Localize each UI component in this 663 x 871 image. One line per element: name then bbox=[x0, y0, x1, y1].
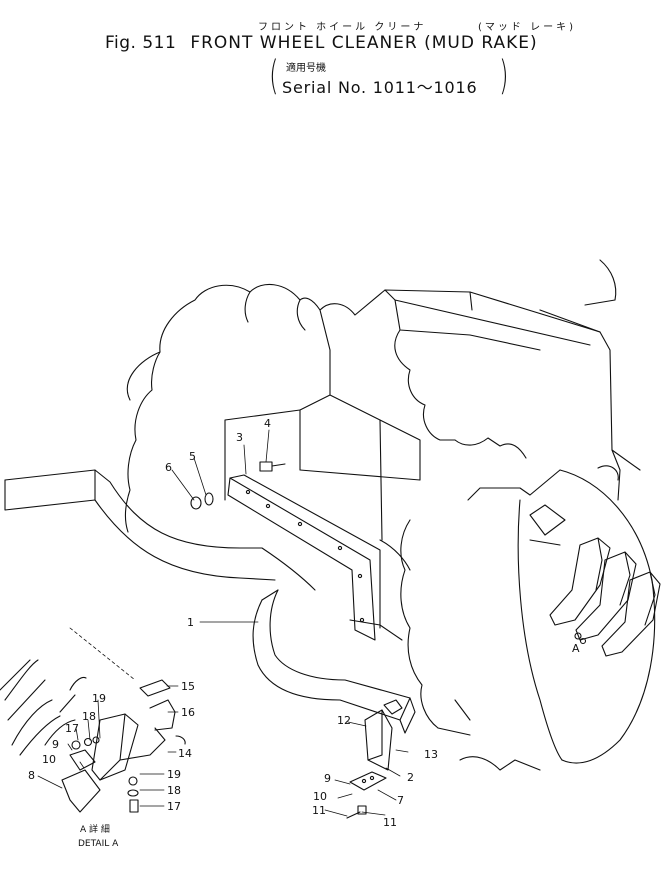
detail-callout-14: 14 bbox=[178, 747, 192, 760]
callout-13: 13 bbox=[424, 748, 438, 761]
figure-title: FRONT WHEEL CLEANER (MUD RAKE) bbox=[190, 33, 538, 53]
detail-callout-19a: 19 bbox=[92, 692, 106, 705]
serial-range: Serial No. 1011～1016 bbox=[282, 78, 478, 97]
callout-12: 12 bbox=[337, 714, 351, 727]
detail-callout-17b: 17 bbox=[167, 800, 181, 813]
detail-leader-lines bbox=[37, 685, 179, 807]
bracket-right: ) bbox=[499, 53, 509, 99]
detail-callout-18a: 18 bbox=[82, 710, 96, 723]
callout-5: 5 bbox=[189, 450, 196, 463]
callout-11a: 11 bbox=[312, 804, 326, 817]
mud-rake-teeth bbox=[549, 537, 661, 657]
bolts-part-11 bbox=[346, 805, 367, 819]
tooth-part-2 bbox=[364, 699, 403, 771]
detail-caption-en: DETAIL A bbox=[78, 839, 119, 849]
detail-callout-10: 10 bbox=[42, 753, 56, 766]
detail-caption-jp: A 詳 細 bbox=[80, 823, 110, 835]
callout-1: 1 bbox=[187, 616, 194, 629]
nut-part-6 bbox=[190, 496, 202, 510]
plate-parts-9-10 bbox=[349, 771, 387, 791]
leader-lines bbox=[69, 429, 409, 817]
detail-a-illustration bbox=[0, 659, 186, 813]
bolt-part-4 bbox=[259, 461, 286, 472]
detail-callout-9: 9 bbox=[52, 738, 59, 751]
washer-part-5 bbox=[204, 492, 214, 506]
callout-numbers: 1 3 4 5 6 12 13 2 9 10 11 7 11 A 15 16 1… bbox=[28, 417, 580, 849]
detail-callout-16: 16 bbox=[181, 706, 195, 719]
bracket-part-3 bbox=[227, 474, 381, 641]
callout-10: 10 bbox=[313, 790, 327, 803]
callout-2: 2 bbox=[407, 771, 414, 784]
callout-4: 4 bbox=[264, 417, 271, 430]
detail-callout-19b: 19 bbox=[167, 768, 181, 781]
detail-callout-17a: 17 bbox=[65, 722, 79, 735]
katakana-subtitle: (マッド レーキ) bbox=[478, 22, 576, 33]
machine-body-outline bbox=[125, 259, 656, 771]
callout-7: 7 bbox=[397, 794, 404, 807]
figure-title-line: Fig. 511 FRONT WHEEL CLEANER (MUD RAKE) bbox=[105, 33, 538, 53]
main-bar-part-1 bbox=[4, 469, 416, 734]
bracket-left: ( bbox=[269, 53, 279, 99]
callout-6: 6 bbox=[165, 461, 172, 474]
applicability-label: 適用号機 bbox=[286, 63, 326, 74]
detail-callout-15: 15 bbox=[181, 680, 195, 693]
katakana-title: フロント ホイール クリーナ bbox=[258, 22, 427, 33]
callout-3: 3 bbox=[236, 431, 243, 444]
callout-a: A bbox=[572, 642, 580, 655]
detail-callout-8: 8 bbox=[28, 769, 35, 782]
callout-9: 9 bbox=[324, 772, 331, 785]
callout-11b: 11 bbox=[383, 816, 397, 829]
figure-number: Fig. 511 bbox=[105, 33, 177, 53]
detail-callout-18b: 18 bbox=[167, 784, 181, 797]
